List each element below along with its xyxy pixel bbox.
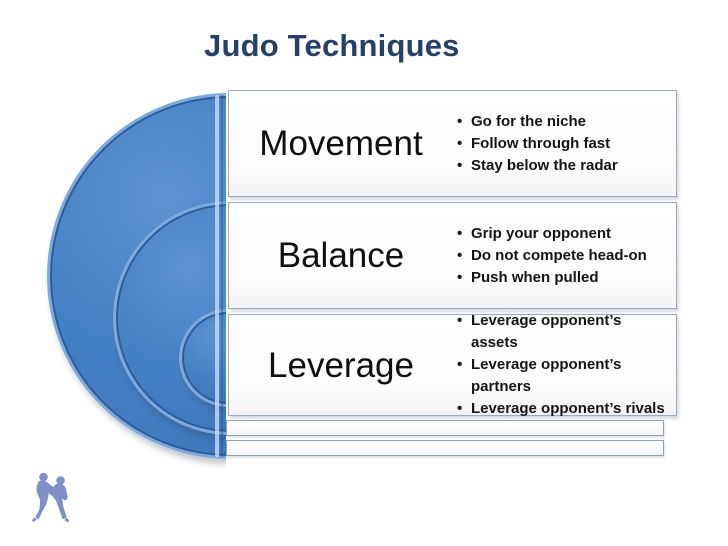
nested-circles-graphic <box>0 0 226 480</box>
judo-fighters-icon <box>31 472 70 523</box>
bullet-item: Leverage opponent’s partners <box>455 354 670 398</box>
section-row-balance: Balance Grip your opponent Do not compet… <box>228 202 677 309</box>
section-row-movement: Movement Go for the niche Follow through… <box>228 90 677 197</box>
bullet-list: Go for the niche Follow through fast Sta… <box>453 111 676 177</box>
empty-stack-row <box>226 440 664 456</box>
bullet-item: Leverage opponent’s rivals <box>455 398 670 420</box>
section-heading: Balance <box>277 236 405 275</box>
section-heading: Movement <box>259 124 423 163</box>
slide-title: Judo Techniques <box>204 28 460 63</box>
section-row-leverage: Leverage Leverage opponent’s assets Leve… <box>228 310 677 420</box>
bullet-list: Leverage opponent’s assets Leverage oppo… <box>453 310 676 420</box>
circle-flat-edge-highlight <box>215 95 219 457</box>
bullet-item: Go for the niche <box>455 111 670 133</box>
circle-flat-edge-shade <box>221 95 223 457</box>
section-heading: Leverage <box>268 345 414 385</box>
bullet-item: Grip your opponent <box>455 223 670 245</box>
bullet-list: Grip your opponent Do not compete head-o… <box>453 223 676 289</box>
bullet-item: Do not compete head-on <box>455 245 670 267</box>
bullet-item: Push when pulled <box>455 267 670 289</box>
bullet-item: Stay below the radar <box>455 155 670 177</box>
empty-stack-row <box>226 420 664 436</box>
bullet-item: Leverage opponent’s assets <box>455 310 670 354</box>
bullet-item: Follow through fast <box>455 133 670 155</box>
